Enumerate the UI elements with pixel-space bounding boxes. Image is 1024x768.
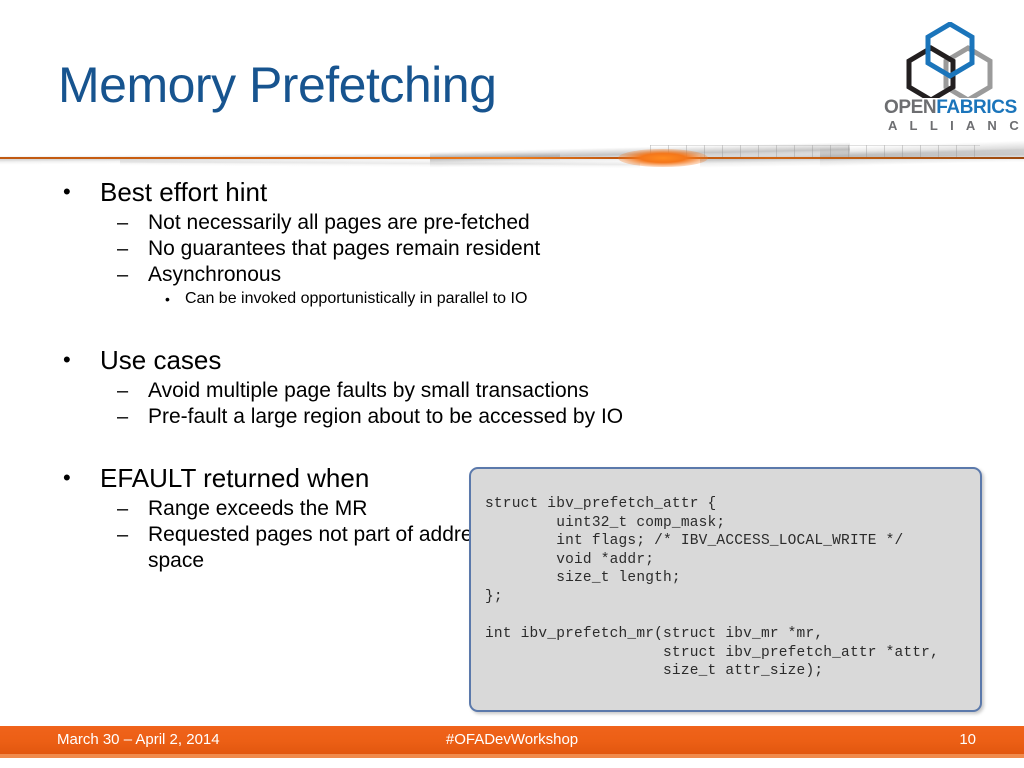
section-spacer (55, 430, 745, 462)
bullet-level1-text: Use cases (100, 345, 222, 375)
bullet-level2-text: Not necessarily all pages are pre-fetche… (148, 211, 530, 234)
bullet-level1: • EFAULT returned when (55, 462, 745, 494)
orange-glow-accent (618, 149, 708, 167)
page-title: Memory Prefetching (58, 57, 497, 113)
logo-word-alliance: A L L I A N C E (888, 118, 1024, 133)
bullet-level2-text: Requested pages not part of address spac… (148, 523, 494, 572)
footer-date: March 30 – April 2, 2014 (57, 731, 220, 748)
code-snippet-box: struct ibv_prefetch_attr { uint32_t comp… (469, 467, 982, 712)
bullet-level2: – No guarantees that pages remain reside… (55, 236, 745, 262)
bullet-level3: • Can be invoked opportunistically in pa… (55, 288, 745, 310)
openfabrics-alliance-logo: OPENFABRICS A L L I A N C E (884, 21, 1024, 134)
bullet-level2-text: Range exceeds the MR (148, 497, 368, 520)
bullet-marker-dash: – (117, 498, 129, 520)
bullet-level2: – Asynchronous (55, 262, 745, 288)
footer-bar: March 30 – April 2, 2014 #OFADevWorkshop… (0, 726, 1024, 754)
bullet-marker-dash: – (117, 380, 129, 402)
bullet-level2: – Requested pages not part of address sp… (55, 522, 508, 574)
slide-body: • Best effort hint – Not necessarily all… (55, 176, 745, 574)
bullet-level2: – Pre-fault a large region about to be a… (55, 404, 745, 430)
bullet-level2: – Not necessarily all pages are pre-fetc… (55, 210, 745, 236)
bullet-level2-text: Asynchronous (148, 263, 282, 286)
code-listing: struct ibv_prefetch_attr { uint32_t comp… (485, 496, 939, 680)
bullet-level1-text: EFAULT returned when (100, 463, 370, 493)
bullet-level2-text: Pre-fault a large region about to be acc… (148, 405, 624, 428)
logo-word-openfabrics: OPENFABRICS (884, 97, 1017, 118)
bullet-marker-dot: • (63, 465, 71, 490)
hexagon-trio-icon (898, 21, 1008, 103)
bullet-level2-text: Avoid multiple page faults by small tran… (148, 379, 589, 402)
bullet-level1: • Use cases (55, 344, 745, 376)
bullet-level2: – Range exceeds the MR (55, 496, 745, 522)
bullet-level1: • Best effort hint (55, 176, 745, 208)
bullet-level2-text: No guarantees that pages remain resident (148, 237, 541, 260)
decorative-divider-band (0, 140, 1024, 176)
bullet-marker-dot: • (165, 291, 170, 307)
bullet-marker-dash: – (117, 238, 129, 260)
footer-hashtag: #OFADevWorkshop (445, 731, 579, 748)
bullet-marker-dash: – (117, 212, 129, 234)
footer-page-number: 10 (959, 731, 976, 748)
bullet-marker-dash: – (117, 264, 129, 286)
logo-wordmark: OPENFABRICS A L L I A N C E (884, 97, 1024, 134)
bullet-marker-dash: – (117, 406, 129, 428)
footer-underline (0, 754, 1024, 758)
bullet-marker-dash: – (117, 524, 129, 546)
logo-word-fabrics: FABRICS (936, 97, 1017, 118)
orange-accent-line (0, 157, 1024, 159)
bullet-level2: – Avoid multiple page faults by small tr… (55, 378, 745, 404)
bullet-marker-dot: • (63, 347, 71, 372)
section-spacer (55, 310, 745, 344)
logo-word-open: OPEN (884, 97, 937, 118)
bullet-marker-dot: • (63, 179, 71, 204)
bullet-level3-text: Can be invoked opportunistically in para… (185, 290, 528, 307)
grid-texture (650, 145, 980, 158)
bullet-level1-text: Best effort hint (100, 177, 268, 207)
